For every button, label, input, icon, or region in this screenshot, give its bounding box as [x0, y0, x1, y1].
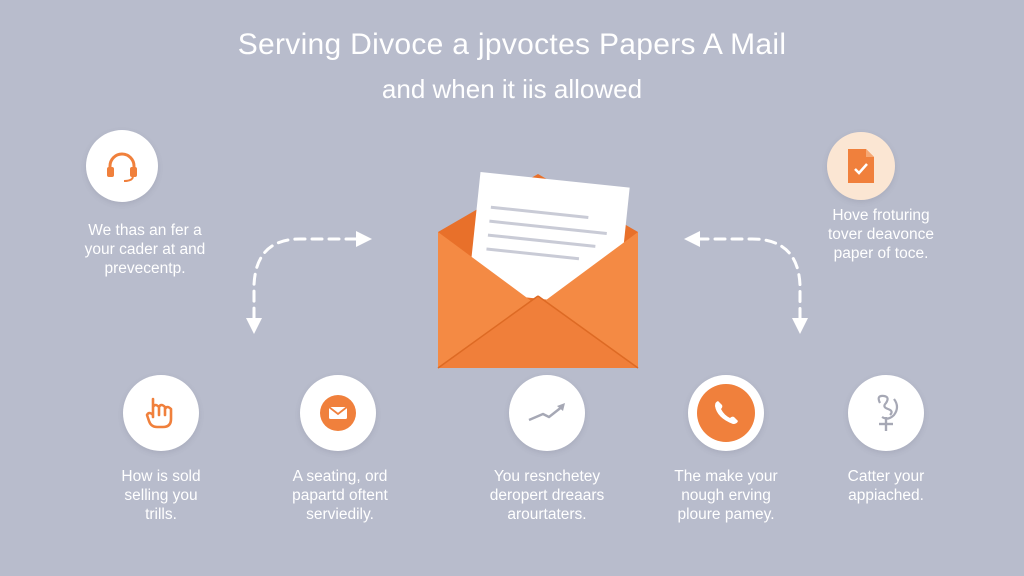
bottom-item-1-circle: [123, 375, 199, 451]
phone-icon: [697, 384, 755, 442]
bottom-item-5-circle: [848, 375, 924, 451]
top-right-label: Hove froturing tover deavonce paper of t…: [828, 207, 934, 262]
envelope-with-letter-icon: [437, 171, 639, 369]
page-subtitle: and when it iis allowed: [381, 74, 643, 104]
top-left-label: We thas an fer a your cader at and preve…: [84, 222, 206, 277]
bottom-item-2-label: A seating, ord papartd oftent serviedily…: [292, 468, 388, 523]
right-dashed-arrow: [696, 237, 802, 324]
bottom-item-4-circle: [688, 375, 764, 451]
top-left-icon-circle: [86, 130, 158, 202]
bottom-item-1-label: How is sold selling you trills.: [121, 468, 201, 523]
mail-icon: [320, 395, 356, 431]
left-dashed-arrow: [252, 237, 358, 324]
trend-arrow-icon: [528, 403, 565, 422]
arrowhead-right-bottom: [792, 318, 808, 334]
arrowhead-left-top: [356, 231, 372, 247]
bottom-item-3-circle: [509, 375, 585, 451]
bottom-item-4-label: The make your nough erving ploure pamey.: [674, 468, 778, 523]
pointing-hand-icon: [145, 397, 173, 429]
headset-icon: [107, 152, 137, 182]
document-check-icon: [848, 149, 874, 183]
bottom-item-3-label: You resnchetey deropert dreaars arourtat…: [489, 468, 605, 523]
arrowhead-right-top: [684, 231, 700, 247]
page-title: Serving Divoce a jpvoctes Papers A Mail: [237, 28, 787, 61]
arrowhead-left-bottom: [246, 318, 262, 334]
signature-icon: [877, 394, 899, 431]
bottom-item-2-circle: [300, 375, 376, 451]
top-right-icon-circle: [827, 132, 895, 200]
bottom-item-5-label: Catter your appiached.: [847, 468, 925, 504]
